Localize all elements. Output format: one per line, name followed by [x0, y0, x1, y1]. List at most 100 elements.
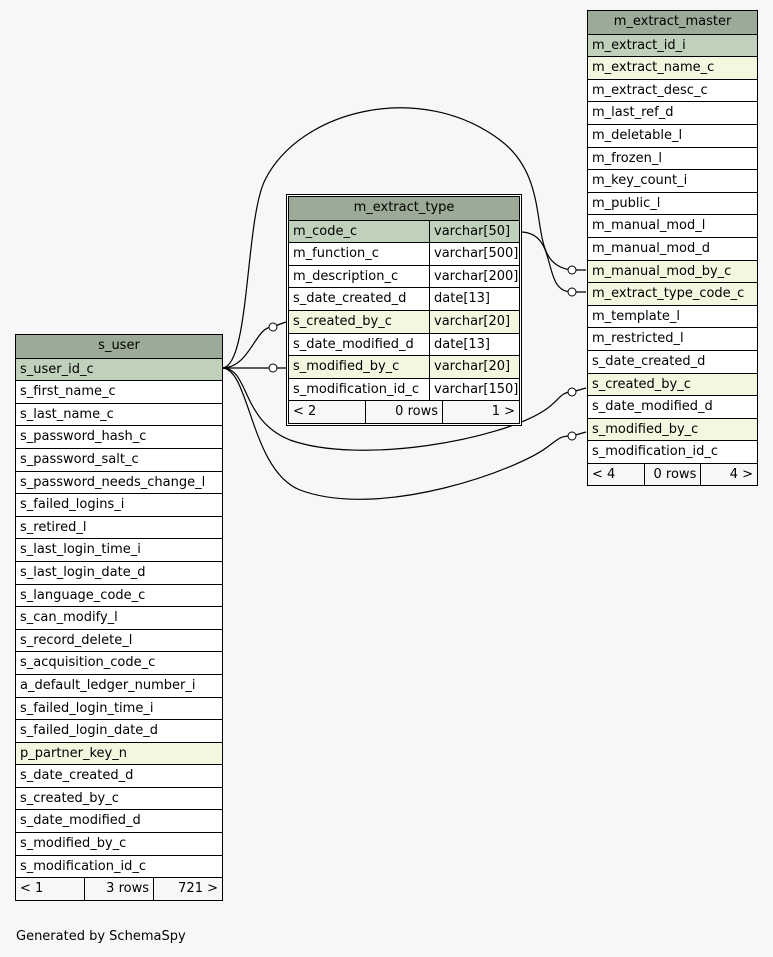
- column-row[interactable]: m_extract_type_code_c: [588, 282, 757, 305]
- table-header[interactable]: m_extract_master: [588, 11, 757, 34]
- column-name: s_can_modify_l: [20, 610, 118, 626]
- column-name: a_default_ledger_number_i: [20, 677, 196, 693]
- column-type: date[13]: [429, 333, 519, 356]
- column-type: varchar[50]: [429, 220, 519, 243]
- column-row[interactable]: m_last_ref_d: [588, 101, 757, 124]
- column-row[interactable]: s_failed_logins_i: [16, 493, 222, 516]
- column-name: s_created_by_c: [293, 313, 392, 329]
- column-row[interactable]: s_last_login_date_d: [16, 560, 222, 584]
- column-row[interactable]: m_template_l: [588, 304, 757, 328]
- column-row[interactable]: s_failed_login_time_i: [16, 696, 222, 720]
- edge-end-circle: [268, 322, 278, 332]
- column-name: m_manual_mod_l: [592, 218, 706, 234]
- parents-link[interactable]: < 4: [592, 466, 616, 482]
- column-name: s_password_needs_change_l: [20, 474, 206, 490]
- column-name: m_manual_mod_by_c: [592, 263, 732, 279]
- column-row[interactable]: s_modified_by_c: [16, 832, 222, 855]
- column-row[interactable]: s_date_modified_d date[13]: [289, 332, 519, 356]
- column-row[interactable]: m_public_l: [588, 191, 757, 215]
- column-name: s_last_login_time_i: [20, 542, 141, 558]
- column-name: m_last_ref_d: [592, 105, 674, 121]
- table-header[interactable]: m_extract_type: [289, 197, 519, 220]
- children-link[interactable]: 4 >: [700, 463, 757, 486]
- column-name: s_password_hash_c: [20, 429, 147, 445]
- table-title: m_extract_master: [613, 14, 732, 29]
- column-name: s_created_by_c: [20, 790, 119, 806]
- column-name: m_code_c: [293, 223, 358, 239]
- column-name: m_key_count_i: [592, 173, 688, 189]
- column-row[interactable]: m_manual_mod_l: [588, 214, 757, 237]
- column-row[interactable]: m_extract_name_c: [588, 56, 757, 79]
- column-row[interactable]: m_key_count_i: [588, 169, 757, 192]
- column-name: m_extract_desc_c: [592, 82, 708, 98]
- column-name: s_record_delete_l: [20, 632, 133, 648]
- column-row[interactable]: s_created_by_c: [16, 786, 222, 810]
- parents-link[interactable]: < 2: [293, 404, 317, 420]
- column-row[interactable]: s_retired_l: [16, 515, 222, 539]
- column-row[interactable]: s_can_modify_l: [16, 606, 222, 629]
- column-row[interactable]: s_modification_id_c: [588, 440, 757, 463]
- children-link[interactable]: 1 >: [442, 401, 519, 423]
- column-name: s_password_salt_c: [20, 451, 139, 467]
- column-type: varchar[200]: [429, 265, 519, 288]
- column-name: s_failed_login_time_i: [20, 700, 154, 716]
- column-row[interactable]: m_frozen_l: [588, 146, 757, 170]
- column-row[interactable]: s_date_modified_d: [16, 809, 222, 832]
- column-row[interactable]: s_first_name_c: [16, 380, 222, 403]
- column-row[interactable]: s_modified_by_c: [588, 417, 757, 441]
- column-row[interactable]: s_last_name_c: [16, 402, 222, 426]
- column-row[interactable]: a_default_ledger_number_i: [16, 673, 222, 697]
- column-row[interactable]: s_created_by_c: [588, 372, 757, 396]
- column-name: s_modified_by_c: [592, 421, 699, 437]
- column-row[interactable]: s_password_needs_change_l: [16, 470, 222, 494]
- column-row[interactable]: s_last_login_time_i: [16, 538, 222, 561]
- children-link[interactable]: 721 >: [153, 878, 222, 900]
- column-row[interactable]: s_modification_id_c: [16, 854, 222, 878]
- column-type: varchar[500]: [429, 243, 519, 265]
- column-row[interactable]: m_manual_mod_d: [588, 236, 757, 260]
- column-name: s_date_created_d: [293, 291, 407, 307]
- column-row[interactable]: m_extract_desc_c: [588, 78, 757, 102]
- column-row[interactable]: s_language_code_c: [16, 583, 222, 607]
- column-row[interactable]: s_password_hash_c: [16, 425, 222, 448]
- column-type: varchar[150]: [429, 378, 519, 401]
- column-row[interactable]: s_date_modified_d: [588, 395, 757, 418]
- table-m-extract-type[interactable]: m_extract_type m_code_c varchar[50]m_funct…: [286, 194, 522, 426]
- column-row[interactable]: s_password_salt_c: [16, 447, 222, 471]
- column-row[interactable]: m_extract_id_i: [588, 33, 757, 57]
- column-row[interactable]: m_code_c varchar[50]: [289, 219, 519, 243]
- column-name: m_deletable_l: [592, 127, 683, 143]
- column-row[interactable]: s_user_id_c: [16, 357, 222, 381]
- column-row[interactable]: s_date_created_d: [16, 764, 222, 787]
- parents-link[interactable]: < 1: [20, 881, 44, 897]
- column-name: s_user_id_c: [20, 361, 94, 377]
- column-name: s_modified_by_c: [20, 836, 127, 852]
- column-name: s_modification_id_c: [592, 444, 718, 460]
- column-name: s_failed_login_date_d: [20, 723, 159, 739]
- column-row[interactable]: m_restricted_l: [588, 327, 757, 350]
- row-count: 0 rows: [643, 463, 701, 486]
- table-header[interactable]: s_user: [16, 335, 222, 358]
- column-name: s_date_created_d: [20, 768, 134, 784]
- column-row[interactable]: s_record_delete_l: [16, 628, 222, 652]
- column-row[interactable]: s_date_created_d: [588, 349, 757, 373]
- column-row[interactable]: m_manual_mod_by_c: [588, 259, 757, 283]
- column-row[interactable]: s_failed_login_date_d: [16, 719, 222, 742]
- column-row[interactable]: m_deletable_l: [588, 123, 757, 147]
- column-name: s_date_modified_d: [592, 399, 713, 415]
- column-row[interactable]: p_partner_key_n: [16, 741, 222, 765]
- column-name: s_date_modified_d: [293, 336, 414, 352]
- column-row[interactable]: s_acquisition_code_c: [16, 651, 222, 674]
- row-count: 3 rows: [84, 878, 153, 900]
- column-name: s_last_login_date_d: [20, 564, 146, 580]
- column-name: s_language_code_c: [20, 587, 146, 603]
- edge-user-to-master-manual-mod-by: [221, 107, 586, 369]
